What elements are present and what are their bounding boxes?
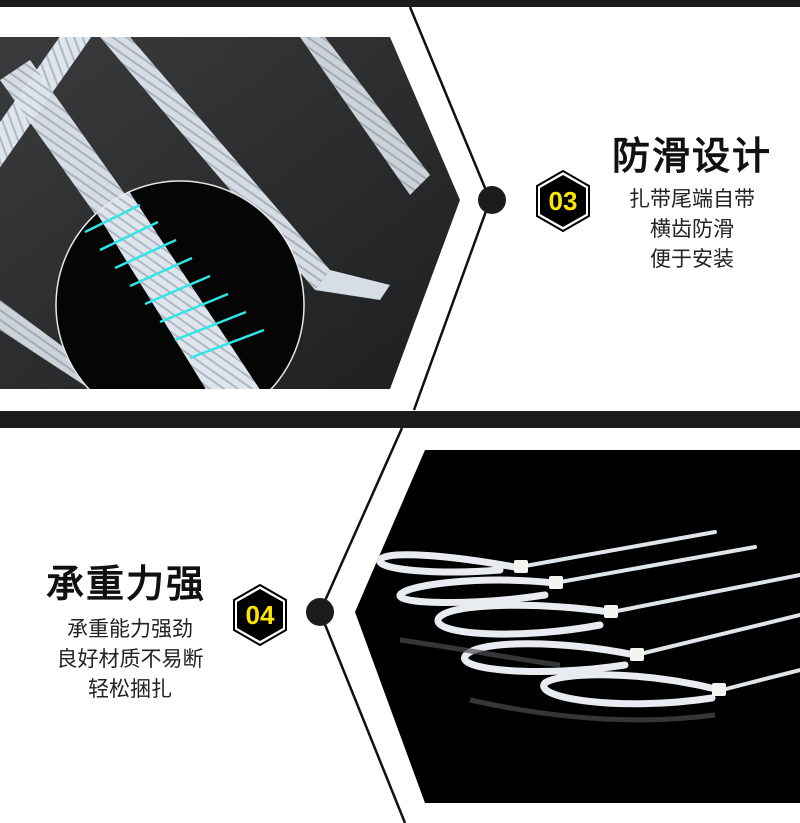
section3-desc-line: 扎带尾端自带 xyxy=(629,187,755,211)
section4-desc-line: 承重能力强劲 xyxy=(67,617,193,641)
section4-number-badge: 04 xyxy=(232,583,288,647)
top-divider-bar xyxy=(0,0,800,7)
section3-timeline-dot xyxy=(478,186,506,214)
section4-desc-line: 轻松捆扎 xyxy=(88,677,172,701)
section3-desc-line: 便于安装 xyxy=(650,247,734,271)
middle-divider-bar xyxy=(0,411,800,428)
section4-title: 承重力强 xyxy=(46,562,207,606)
section4-description: 承重能力强劲 良好材质不易断 轻松捆扎 xyxy=(35,614,225,704)
section3-number: 03 xyxy=(548,185,578,216)
section3-desc-line: 横齿防滑 xyxy=(650,217,734,241)
section4-number: 04 xyxy=(245,599,275,630)
hexagon-badge-icon xyxy=(233,583,287,647)
section3-description: 扎带尾端自带 横齿防滑 便于安装 xyxy=(612,184,772,274)
section3-number-badge: 03 xyxy=(535,169,591,233)
hexagon-badge-icon xyxy=(536,169,590,233)
section4-timeline-dot xyxy=(306,598,334,626)
section3-title: 防滑设计 xyxy=(612,134,773,178)
section4-desc-line: 良好材质不易断 xyxy=(56,647,204,671)
